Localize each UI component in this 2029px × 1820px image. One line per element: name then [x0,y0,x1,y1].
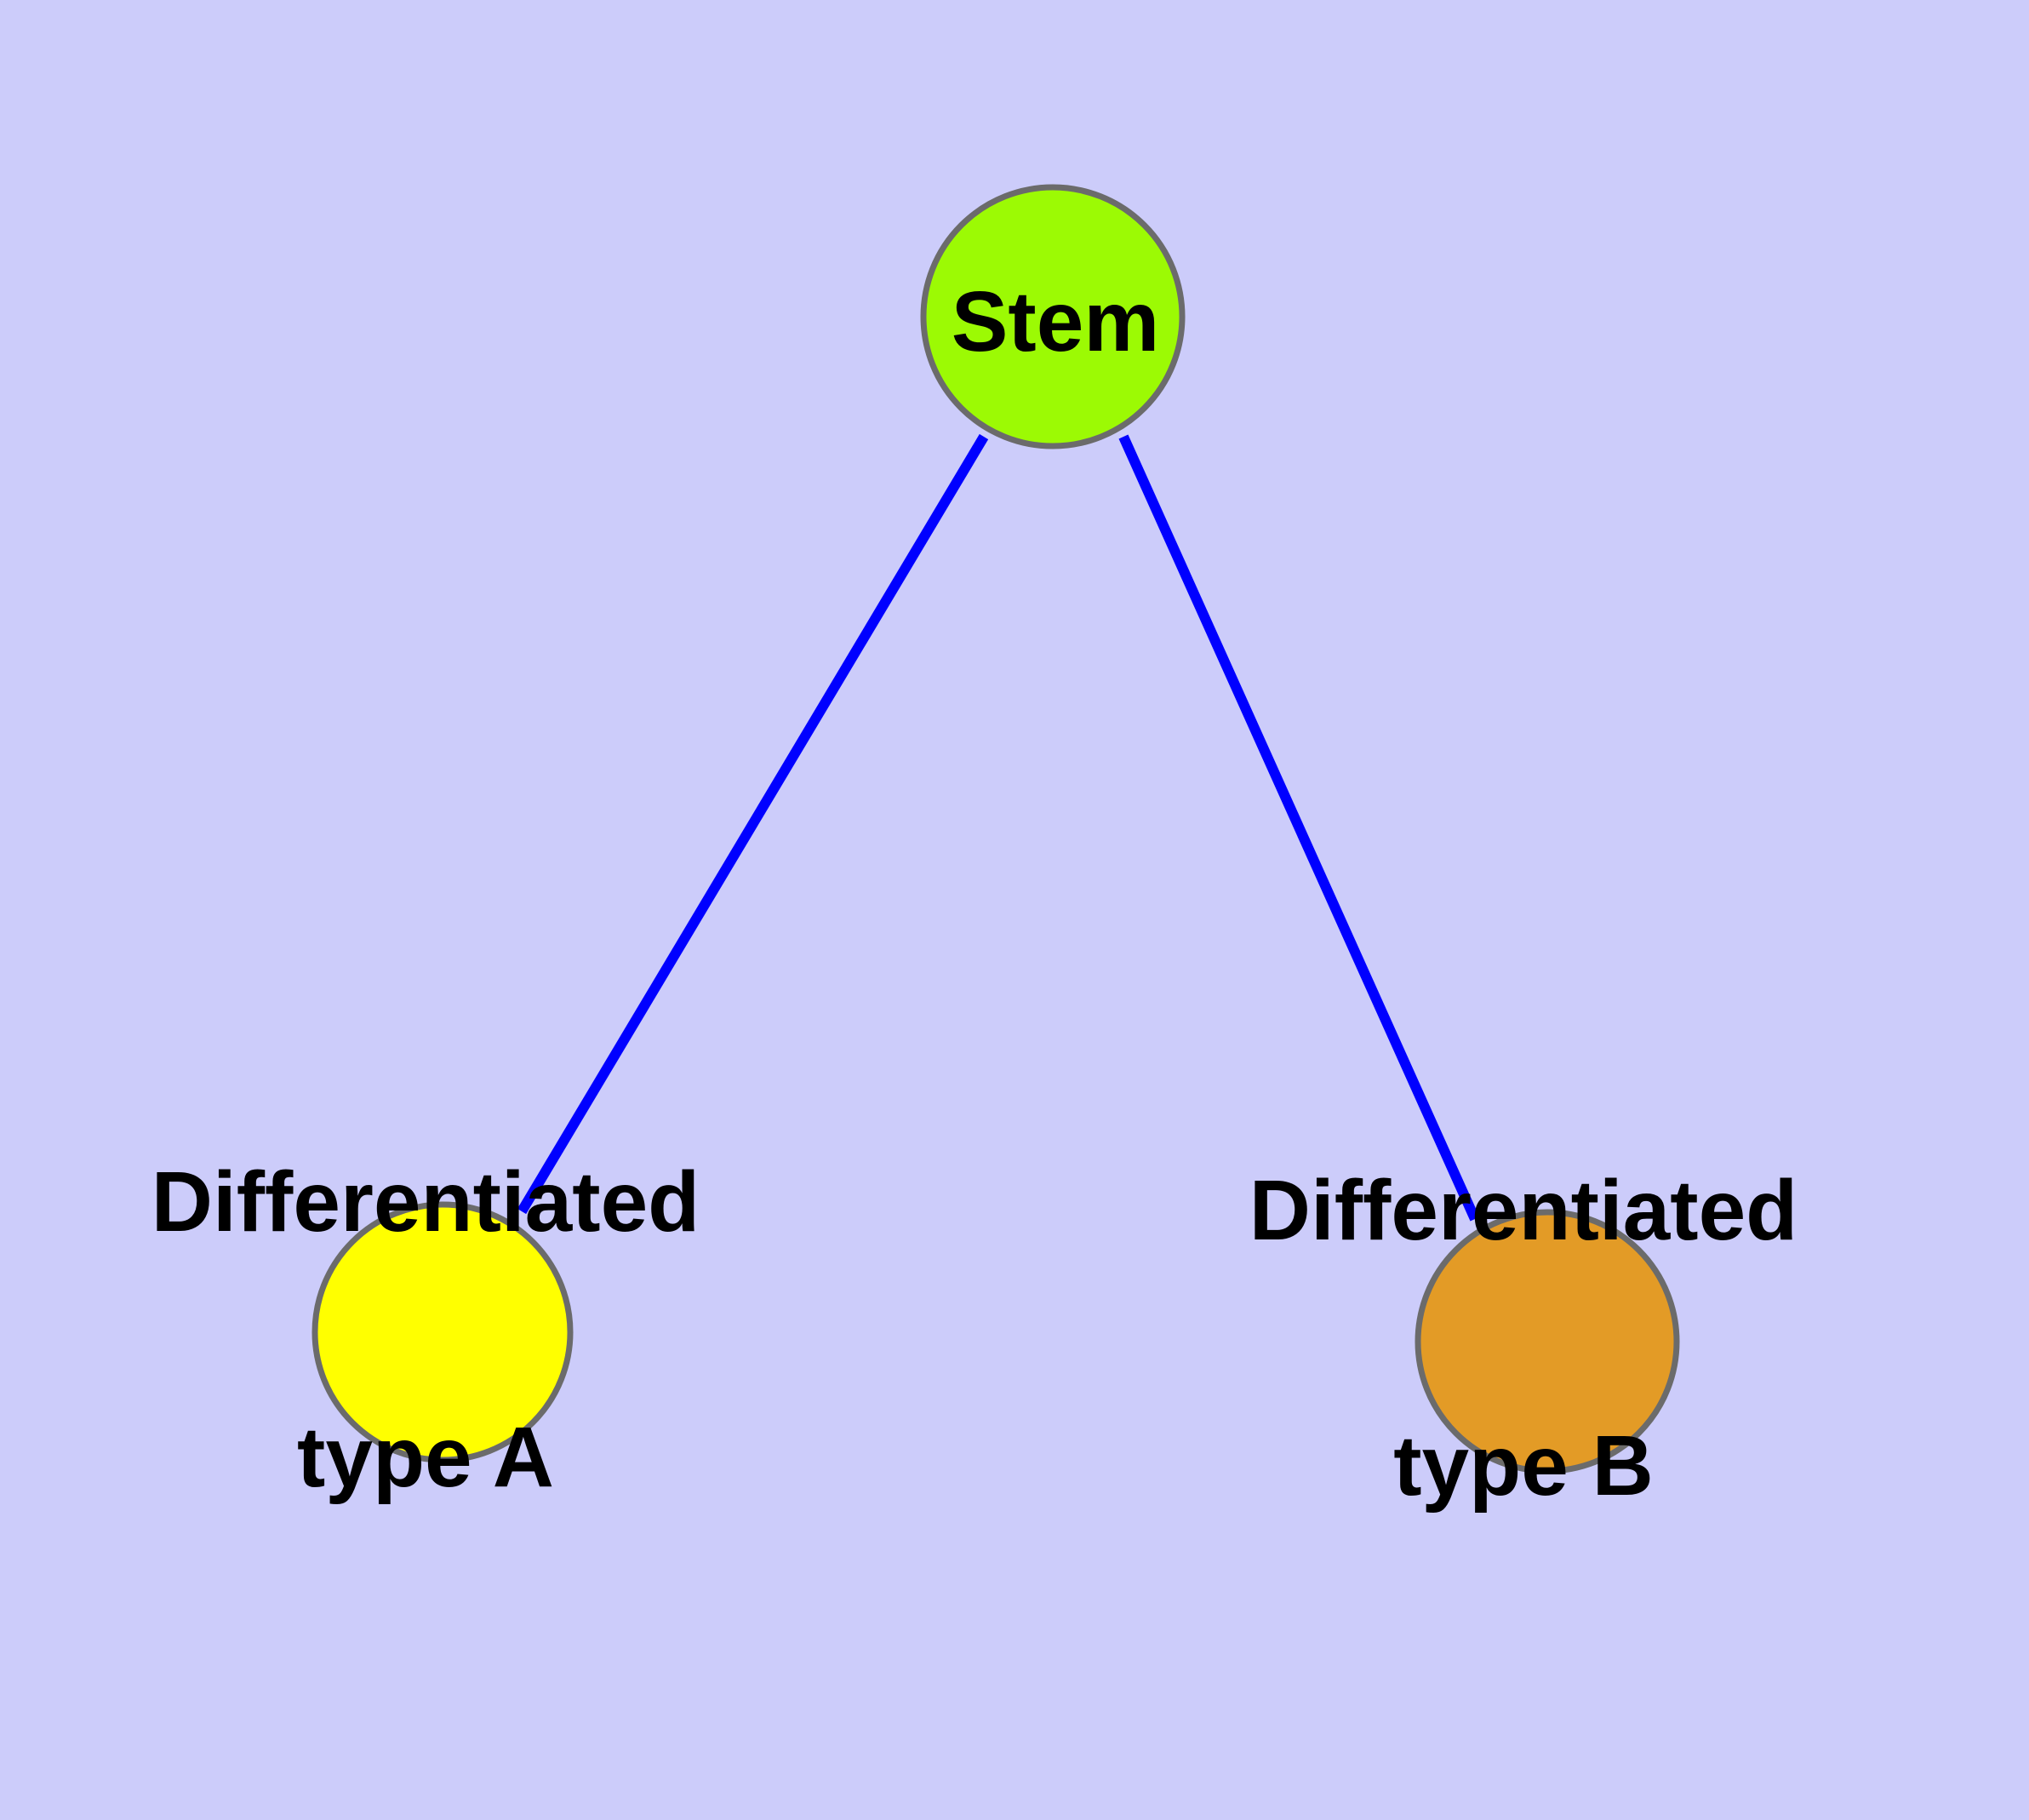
node-layer [311,184,1680,1474]
edge-stem-to-diff-a[interactable] [517,433,989,1215]
node-circle-stem[interactable] [920,184,1186,449]
edge-stem-to-diff-b[interactable] [1118,434,1480,1222]
node-circle-diff-b[interactable] [1415,1209,1680,1474]
node-circle-diff-a[interactable] [311,1201,574,1463]
edge-layer [517,433,1480,1222]
